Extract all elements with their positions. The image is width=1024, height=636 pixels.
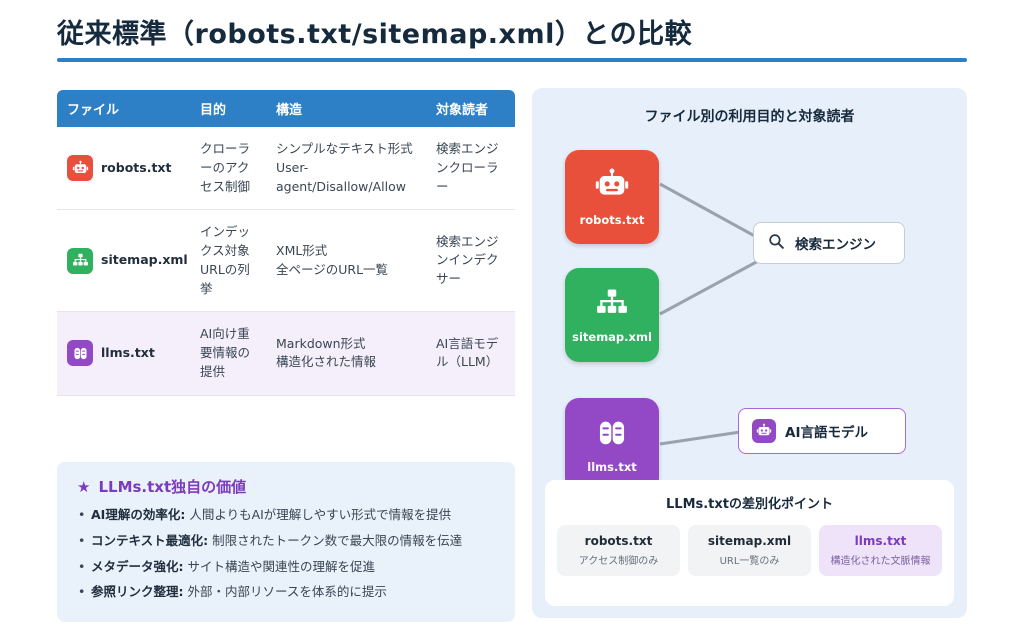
node-label: robots.txt (580, 213, 645, 227)
value-item: AI理解の効率化: 人間よりもAIが理解しやすい形式で情報を提供 (77, 506, 495, 525)
comparison-table: ファイル 目的 構造 対象読者 robots.txt クローラーのアクセス制御 … (57, 90, 515, 396)
ai-model-tag: AI言語モデル (738, 408, 906, 454)
file-name: robots.txt (101, 159, 171, 178)
value-box-title-text: LLMs.txt独自の価値 (98, 476, 246, 497)
value-box: ★ LLMs.txt独自の価値 AI理解の効率化: 人間よりもAIが理解しやすい… (57, 462, 515, 622)
search-engine-label: 検索エンジン (795, 233, 876, 253)
table-cell-structure: Markdown形式 構造化された情報 (266, 312, 426, 395)
table-cell-audience: AI言語モデル（LLM） (426, 312, 515, 395)
node-label: sitemap.xml (572, 330, 652, 344)
file-name: llms.txt (101, 344, 155, 363)
table-header-purpose: 目的 (190, 90, 266, 127)
table-row-file: robots.txt (57, 127, 190, 210)
table-cell-structure: XML形式 全ページのURL一覧 (266, 210, 426, 312)
table-header-file: ファイル (57, 90, 190, 127)
title-underline (57, 58, 967, 62)
table-header-audience: 対象読者 (426, 90, 515, 127)
diff-item-robots: robots.txt アクセス制御のみ (557, 525, 680, 576)
ai-model-label: AI言語モデル (785, 421, 868, 441)
table-cell-audience: 検索エンジンインデクサー (426, 210, 515, 312)
diagram-panel: ファイル別の利用目的と対象読者 robots.txt (532, 88, 967, 618)
table-row-file: llms.txt (57, 312, 190, 395)
file-name: sitemap.xml (101, 251, 188, 270)
node-robots-txt: robots.txt (565, 150, 659, 244)
diff-item-sitemap: sitemap.xml URL一覧のみ (688, 525, 811, 576)
node-label: llms.txt (587, 460, 637, 474)
robot-icon (594, 167, 630, 207)
differentiation-title: LLMs.txtの差別化ポイント (557, 493, 942, 512)
search-icon (767, 232, 786, 255)
table-header-structure: 構造 (266, 90, 426, 127)
value-list: AI理解の効率化: 人間よりもAIが理解しやすい形式で情報を提供 コンテキスト最… (77, 506, 495, 602)
brain-icon (595, 416, 629, 454)
diff-item-llms: llms.txt 構造化された文脈情報 (819, 525, 942, 576)
table-cell-purpose: クローラーのアクセス制御 (190, 127, 266, 210)
table-cell-purpose: インデックス対象URLの列挙 (190, 210, 266, 312)
robot-icon (67, 155, 93, 181)
table-row-file: sitemap.xml (57, 210, 190, 312)
sitemap-icon (67, 248, 93, 274)
sitemap-icon (595, 286, 629, 324)
search-engine-tag: 検索エンジン (753, 222, 905, 264)
node-sitemap-xml: sitemap.xml (565, 268, 659, 362)
page-title: 従来標準（robots.txt/sitemap.xml）との比較 (57, 12, 692, 51)
node-llms-txt: llms.txt (565, 398, 659, 492)
value-item: メタデータ強化: サイト構造や関連性の理解を促進 (77, 558, 495, 577)
table-cell-purpose: AI向け重要情報の提供 (190, 312, 266, 395)
value-box-title: ★ LLMs.txt独自の価値 (77, 476, 495, 497)
value-item: 参照リンク整理: 外部・内部リソースを体系的に提示 (77, 583, 495, 602)
differentiation-box: LLMs.txtの差別化ポイント robots.txt アクセス制御のみ sit… (545, 480, 954, 606)
table-cell-structure: シンプルなテキスト形式 User-agent/Disallow/Allow (266, 127, 426, 210)
table-cell-audience: 検索エンジンクローラー (426, 127, 515, 210)
brain-icon (67, 340, 93, 366)
differentiation-row: robots.txt アクセス制御のみ sitemap.xml URL一覧のみ … (557, 525, 942, 576)
value-item: コンテキスト最適化: 制限されたトークン数で最大限の情報を伝達 (77, 532, 495, 551)
robot-icon (752, 419, 776, 443)
star-icon: ★ (77, 478, 90, 496)
